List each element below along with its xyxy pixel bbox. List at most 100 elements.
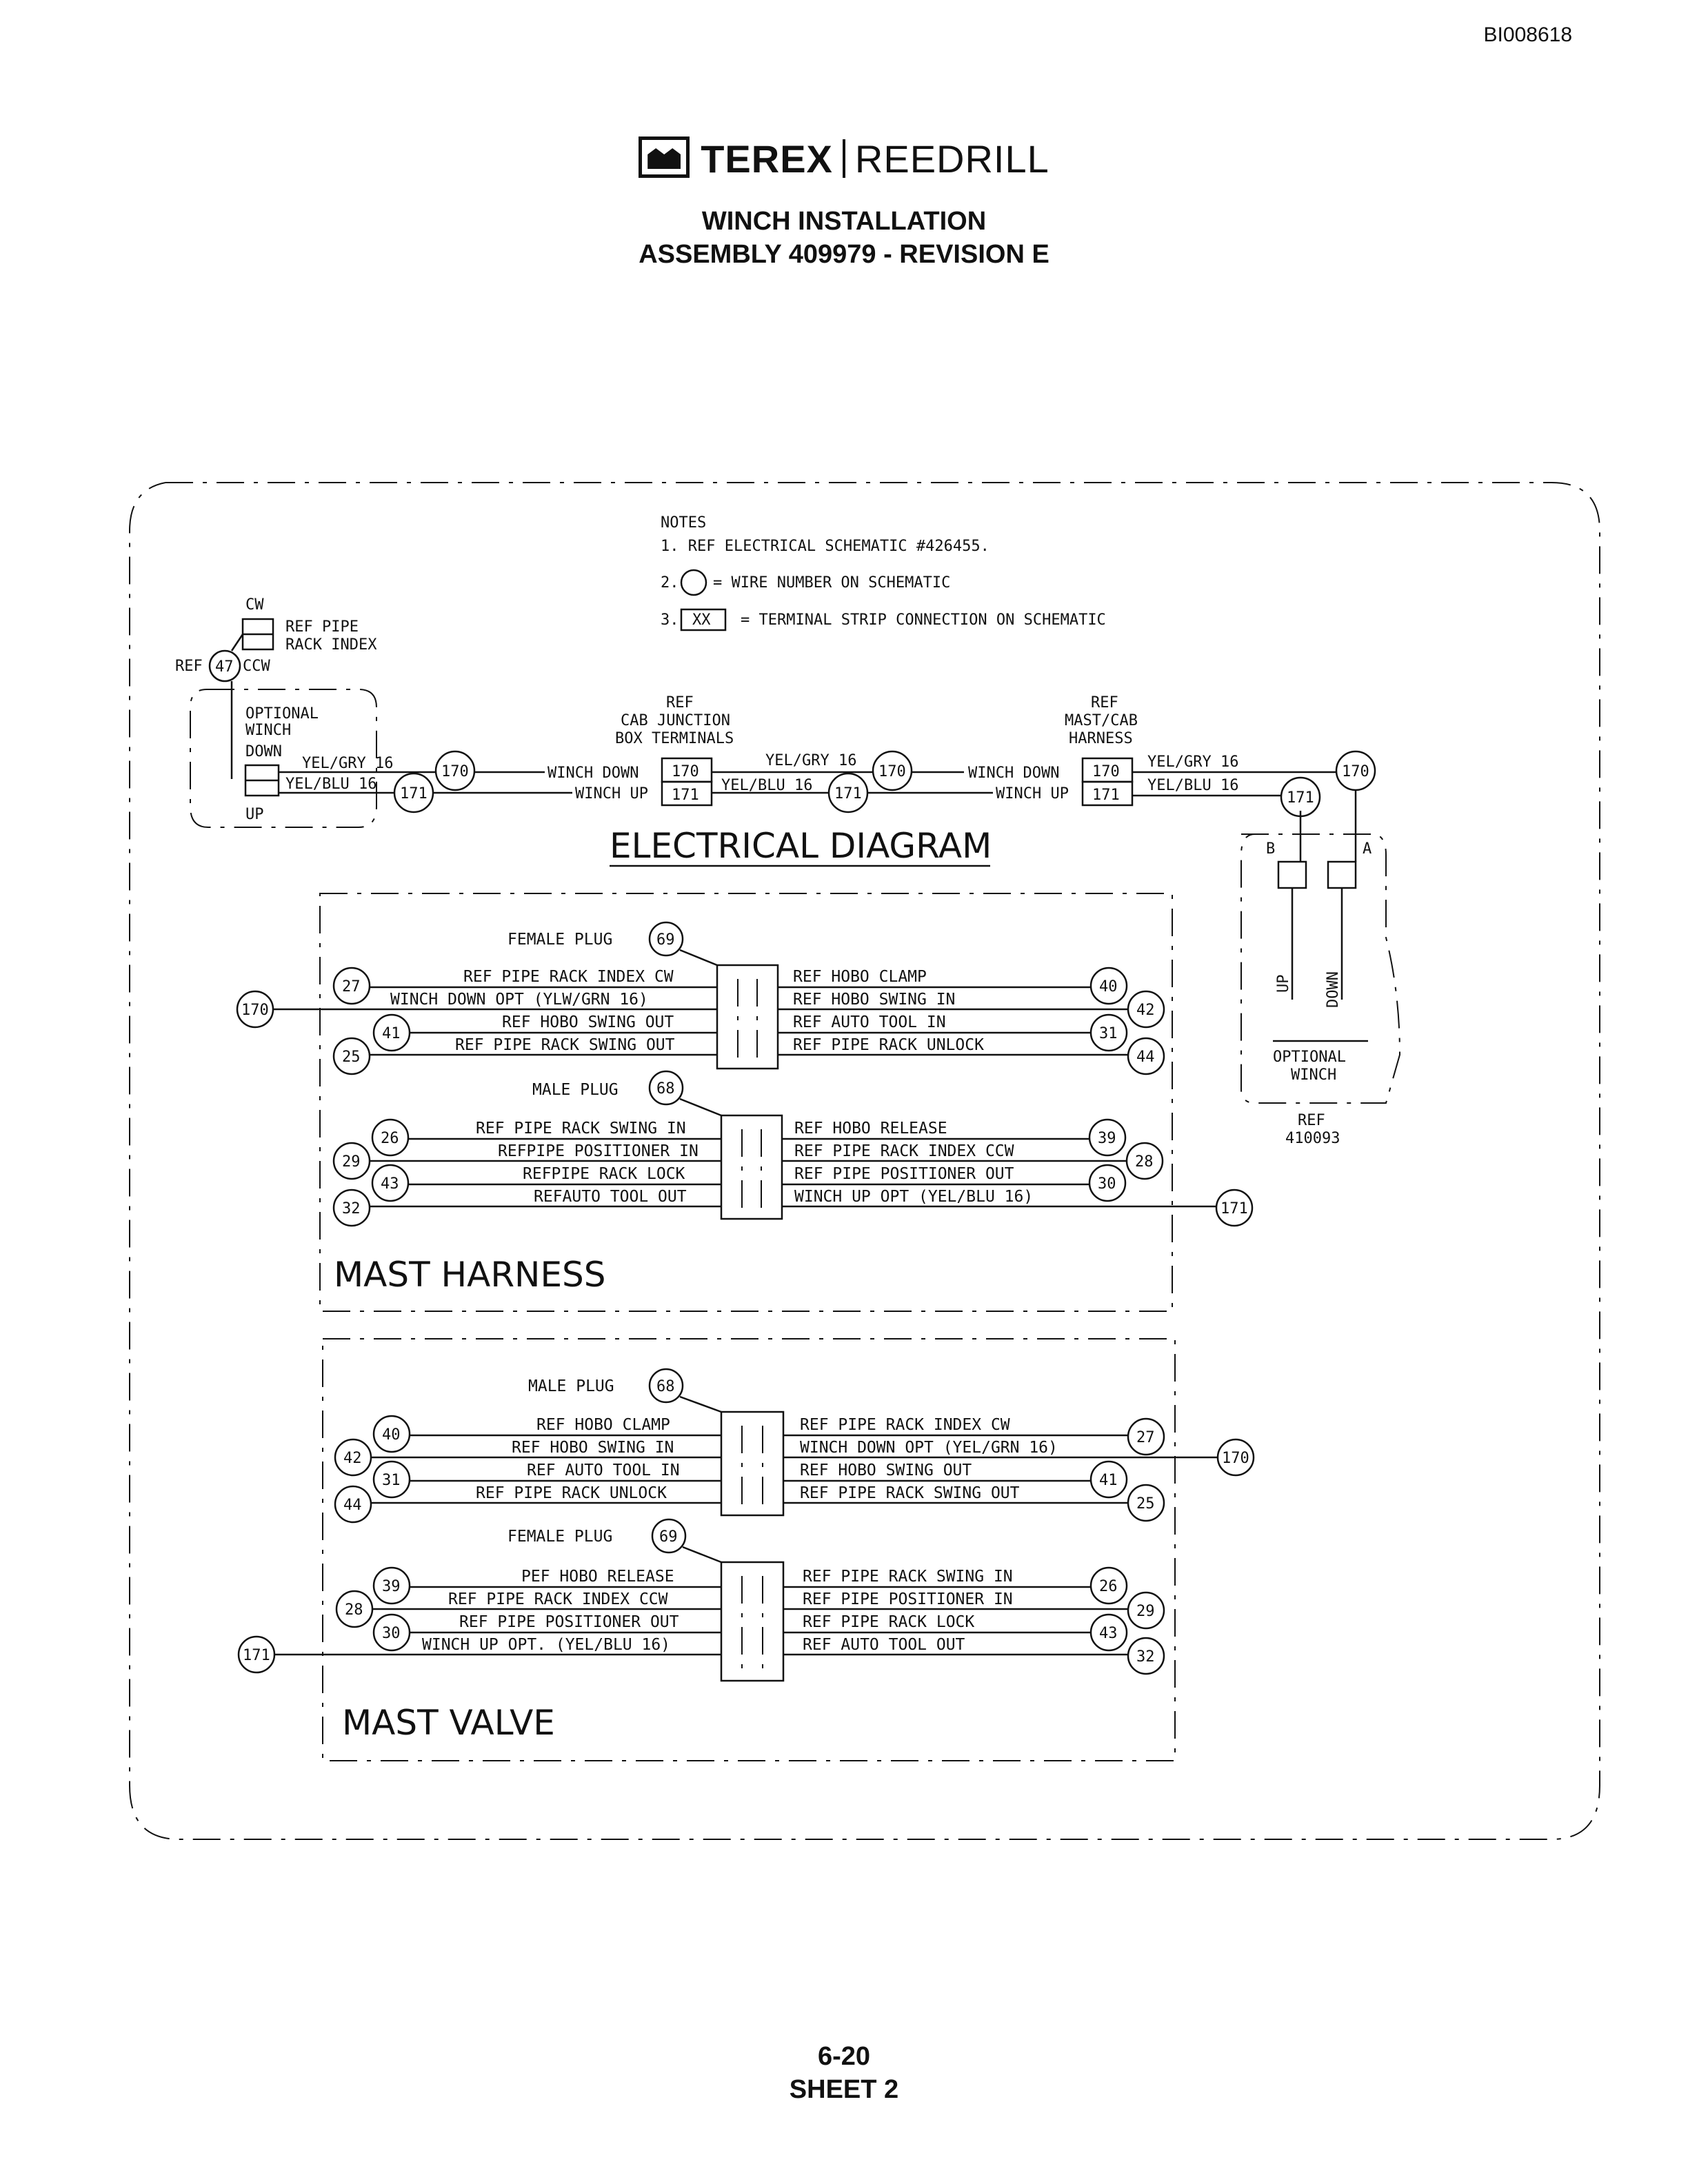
wire-171-label-3: 171	[1287, 789, 1314, 807]
cab-junction-terminals: BOX TERMINALS	[615, 730, 734, 747]
mv-f-right-1: REF PIPE RACK SWING IN	[803, 1568, 1013, 1586]
mv-male-plug-num: 68	[656, 1378, 675, 1395]
wire-yel-gry-2: YEL/GRY 16	[765, 752, 856, 769]
mv-f-left-num-30: 30	[382, 1625, 401, 1642]
mh-m-left-4: REFAUTO TOOL OUT	[534, 1188, 687, 1206]
mh-f-left-2: WINCH DOWN OPT (YLW/GRN 16)	[390, 991, 648, 1009]
mh-male-plug-num-circle	[648, 1070, 684, 1106]
note-3-box: XX	[692, 611, 711, 629]
notes-heading: NOTES	[661, 514, 706, 532]
brand-reedrill: REEDRILL	[854, 137, 1049, 181]
switch-rack-index: RACK INDEX	[285, 636, 377, 654]
winch-up-label-2: WINCH UP	[996, 785, 1069, 802]
mv-m-right-num-27: 27	[1136, 1429, 1155, 1446]
mh-f-right-1: REF HOBO CLAMP	[793, 968, 927, 986]
mv-m-right-4: REF PIPE RACK SWING OUT	[800, 1484, 1020, 1502]
valve-a: A	[1363, 840, 1372, 858]
mv-female-plug-label: FEMALE PLUG	[508, 1528, 612, 1546]
mh-m-left-num-43: 43	[381, 1175, 399, 1193]
mh-f-left-num-25: 25	[342, 1049, 361, 1066]
mv-wire-170: 170	[1222, 1450, 1249, 1467]
switch-ccw: CCW	[243, 658, 270, 675]
mv-m-right-1: REF PIPE RACK INDEX CW	[800, 1416, 1010, 1434]
mh-f-right-4: REF PIPE RACK UNLOCK	[793, 1036, 984, 1054]
mh-f-left-3: REF HOBO SWING OUT	[502, 1013, 674, 1031]
terex-crown-icon	[639, 136, 690, 178]
mh-male-plug-body	[720, 1114, 783, 1220]
solenoid-a-icon	[1327, 860, 1357, 889]
opt-winch-right-1: OPTIONAL	[1273, 1049, 1346, 1066]
wire-47-label: 47	[215, 658, 234, 676]
cab-junction-label: CAB JUNCTION	[621, 712, 730, 729]
opt-winch-up: UP	[245, 806, 264, 823]
mh-f-right-2: REF HOBO SWING IN	[793, 991, 955, 1009]
terminal-171-label: 171	[672, 787, 699, 804]
mast-cab-ref: REF	[1091, 694, 1118, 711]
note-3-number: 3.	[661, 611, 679, 629]
mv-f-right-num-43: 43	[1099, 1625, 1118, 1642]
opt-winch-wire-blu: YEL/BLU 16	[285, 776, 376, 793]
opt-winch-label-2: WINCH	[245, 722, 291, 739]
mv-female-plug-body	[720, 1561, 785, 1682]
mv-male-plug-label: MALE PLUG	[528, 1377, 614, 1395]
mast-cab-harness: HARNESS	[1069, 730, 1133, 747]
mv-male-plug-body	[720, 1410, 785, 1517]
switch-ref-pipe: REF PIPE	[285, 618, 359, 636]
mast-valve-title: MAST VALVE	[342, 1703, 555, 1743]
mh-f-right-3: REF AUTO TOOL IN	[793, 1013, 946, 1031]
mv-f-left-2: REF PIPE RACK INDEX CCW	[448, 1590, 668, 1608]
mv-m-right-num-41: 41	[1099, 1472, 1118, 1489]
mh-m-right-num-39: 39	[1098, 1130, 1116, 1147]
mv-f-left-num-39: 39	[382, 1578, 401, 1595]
opt-winch-right-ref: REF	[1298, 1112, 1325, 1129]
mv-f-left-1: PEF HOBO RELEASE	[521, 1568, 674, 1586]
mh-f-right-num-31: 31	[1099, 1025, 1118, 1042]
wire-170-label: 170	[441, 763, 469, 780]
mh-f-right-num-40: 40	[1099, 978, 1118, 995]
mh-f-right-num-42: 42	[1136, 1002, 1155, 1019]
mh-m-left-num-26: 26	[381, 1130, 399, 1147]
mh-m-right-4: WINCH UP OPT (YEL/BLU 16)	[794, 1188, 1033, 1206]
winch-up-label-1: WINCH UP	[575, 785, 648, 802]
wire-170-circle	[434, 750, 476, 791]
mv-f-left-num-28: 28	[345, 1601, 363, 1619]
note-1: 1. REF ELECTRICAL SCHEMATIC #426455.	[661, 538, 989, 555]
mh-female-plug-label: FEMALE PLUG	[508, 931, 612, 949]
mh-m-left-num-32: 32	[342, 1200, 361, 1217]
harness-171-label: 171	[1092, 787, 1120, 804]
mv-m-left-num-40: 40	[382, 1426, 401, 1444]
note-2: = WIRE NUMBER ON SCHEMATIC	[713, 574, 950, 592]
mv-m-left-num-42: 42	[343, 1450, 362, 1467]
harness-171-box	[1081, 780, 1134, 807]
outer-border	[129, 482, 1600, 1840]
opt-winch-wire-gry: YEL/GRY 16	[302, 755, 393, 772]
mv-female-plug-num: 69	[659, 1528, 678, 1546]
wire-47-circle	[208, 649, 241, 682]
harness-170-label: 170	[1092, 763, 1120, 780]
mast-harness-title: MAST HARNESS	[334, 1255, 606, 1295]
mv-m-left-4: REF PIPE RACK UNLOCK	[476, 1484, 667, 1502]
wire-yel-blu-2: YEL/BLU 16	[721, 777, 812, 794]
valve-up: UP	[1275, 975, 1292, 993]
mh-m-right-num-28: 28	[1135, 1153, 1154, 1171]
mv-f-right-num-26: 26	[1099, 1578, 1118, 1595]
opt-winch-right-ref-num: 410093	[1285, 1130, 1340, 1147]
mv-m-right-2: WINCH DOWN OPT (YEL/GRN 16)	[800, 1439, 1058, 1457]
mh-female-plug-body	[716, 964, 779, 1070]
electrical-diagram-title: ELECTRICAL DIAGRAM	[610, 826, 992, 866]
mh-wire-170: 170	[241, 1002, 269, 1019]
page-number: 6-20	[817, 2042, 871, 2071]
mh-m-right-num-30: 30	[1098, 1175, 1116, 1193]
mv-m-right-3: REF HOBO SWING OUT	[800, 1462, 972, 1479]
note-3: = TERMINAL STRIP CONNECTION ON SCHEMATIC	[741, 611, 1106, 629]
winch-down-label-1: WINCH DOWN	[547, 765, 639, 782]
winch-down-label-2: WINCH DOWN	[968, 765, 1059, 782]
mh-female-plug-num: 69	[656, 931, 675, 949]
mh-wire-171: 171	[1220, 1200, 1248, 1217]
valve-b: B	[1266, 840, 1275, 858]
wire-170-label-2: 170	[878, 763, 906, 780]
opt-winch-down: DOWN	[245, 743, 282, 760]
mh-m-left-1: REF PIPE RACK SWING IN	[476, 1120, 686, 1138]
